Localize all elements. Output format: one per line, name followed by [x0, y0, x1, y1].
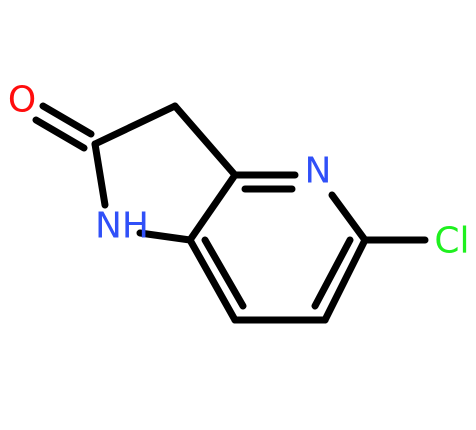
bond-c3a-c7a [186, 171, 239, 244]
bond-c5-c6-b [311, 236, 354, 310]
atom-nh: NH [95, 206, 149, 247]
bond-c7-c7a-b [201, 236, 247, 310]
atom-oxygen: O [8, 80, 36, 121]
bonds [32, 102, 429, 324]
bond-carbonyl-a [39, 102, 95, 138]
bond-n1-c7a [136, 229, 194, 244]
atom-chlorine: Cl [434, 221, 469, 262]
bond-c2-n1 [91, 140, 109, 209]
bond-carbonyl-b [32, 116, 88, 152]
bond-c5-c6-a [321, 236, 369, 324]
atom-pyridine-n: N [305, 151, 332, 192]
bond-n4-c5 [328, 191, 369, 244]
atom-labels: O NH N Cl [8, 80, 470, 262]
bond-c2-c3 [91, 102, 179, 148]
bond-c7-c7a-a [186, 236, 239, 324]
bond-c3-c3a [171, 102, 239, 179]
